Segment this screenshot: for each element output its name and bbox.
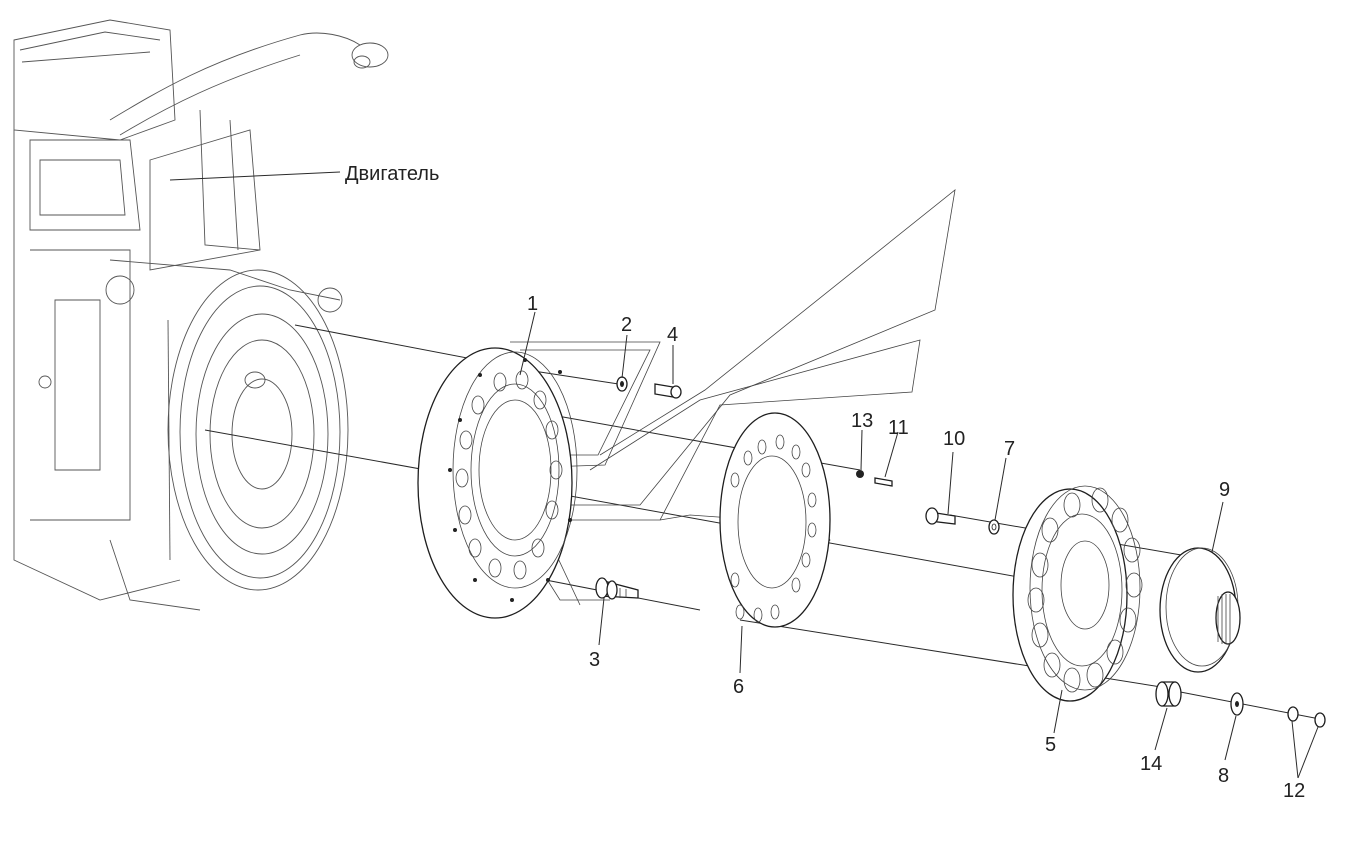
part-5-coupling xyxy=(1012,485,1143,702)
callout-8: 8 xyxy=(1218,765,1229,787)
part-13-nut xyxy=(856,470,864,478)
part-12-nuts xyxy=(1287,706,1326,728)
part-7-washer xyxy=(988,519,1000,535)
callout-3: 3 xyxy=(589,649,600,671)
callout-14: 14 xyxy=(1140,753,1162,775)
callout-9: 9 xyxy=(1219,479,1230,501)
callout-13: 13 xyxy=(851,410,873,432)
engine-leader-line xyxy=(169,171,341,181)
part-6-disc xyxy=(719,412,831,628)
part-4-bolt xyxy=(654,383,682,399)
engine-label: Двигатель xyxy=(345,163,439,185)
callout-2: 2 xyxy=(621,314,632,336)
part-14-spacer xyxy=(1155,681,1182,707)
part-9-hub xyxy=(1159,547,1241,673)
callout-6: 6 xyxy=(733,676,744,698)
callout-5: 5 xyxy=(1045,734,1056,756)
callout-1: 1 xyxy=(527,293,538,315)
callout-4: 4 xyxy=(667,324,678,346)
part-11-pin xyxy=(874,477,893,487)
part-1-flange xyxy=(417,347,578,619)
callout-10: 10 xyxy=(943,428,965,450)
callout-11: 11 xyxy=(888,417,909,439)
engine-drawing xyxy=(13,19,389,611)
callout-12: 12 xyxy=(1283,780,1305,802)
part-2-washer xyxy=(616,376,628,392)
part-3-shaft xyxy=(595,577,639,600)
callout-7: 7 xyxy=(1004,438,1015,460)
callout-leaders xyxy=(519,311,1319,779)
part-10-bolt xyxy=(925,507,956,525)
part-8-washer xyxy=(1230,692,1244,716)
